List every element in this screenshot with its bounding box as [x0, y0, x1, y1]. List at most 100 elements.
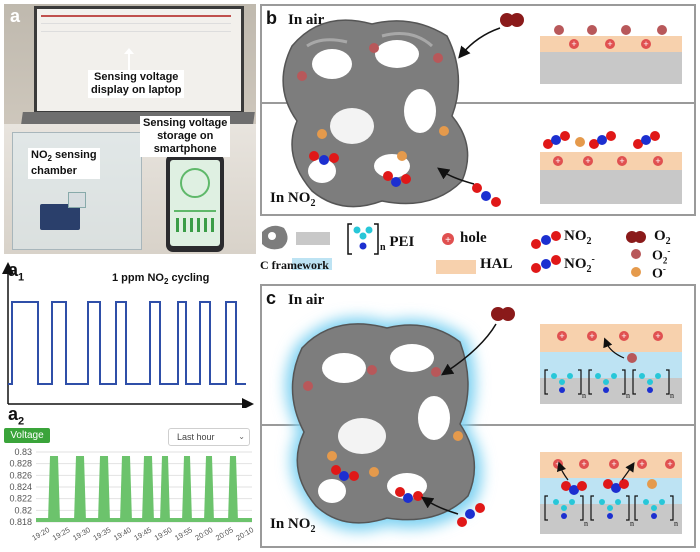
legend-hole: hole	[460, 230, 487, 246]
app-voltage-pulse	[160, 456, 170, 522]
svg-text:n: n	[670, 391, 674, 400]
panel-c: c In air In NO2 +	[260, 284, 696, 548]
panel-c-divider	[262, 424, 694, 426]
app-voltage-pulse	[182, 456, 192, 522]
smartphone	[166, 154, 224, 252]
pei-icon	[347, 223, 379, 255]
time-range-dropdown[interactable]: Last hour ⌄	[168, 428, 250, 446]
no2-minus-icon	[531, 255, 561, 273]
svg-text:n: n	[626, 391, 630, 400]
app-voltage-pulse	[228, 456, 238, 522]
svg-text:+: +	[581, 459, 586, 469]
app-x-tick: 19:40	[112, 525, 133, 542]
panel-b-illustration: + + + + + + +	[282, 13, 682, 208]
no2-icon	[531, 231, 561, 249]
panel-c-letter: c	[266, 288, 277, 308]
panel-a1: a1 1 ppm NO2 cycling	[0, 258, 256, 408]
app-x-tick: 19:50	[153, 525, 174, 542]
legend-o2: O2	[654, 228, 671, 247]
porous-carbon-framework	[282, 19, 469, 208]
panel-a2-letter: a2	[8, 404, 25, 428]
app-voltage-baseline	[36, 518, 252, 522]
svg-text:+: +	[607, 39, 612, 49]
o2-minus-dot	[369, 43, 379, 53]
svg-text:+: +	[621, 331, 626, 341]
app-voltage-pulse	[74, 456, 86, 522]
substrate-swatch	[296, 232, 330, 245]
svg-text:+: +	[655, 331, 660, 341]
app-x-tick: 19:30	[71, 525, 92, 542]
chevron-down-icon: ⌄	[238, 432, 245, 441]
legend-symbols: +	[262, 223, 646, 277]
o-minus-icon	[631, 267, 641, 277]
app-y-tick: 0.83	[14, 447, 32, 457]
adsorbed-no2-minus	[309, 151, 411, 187]
app-y-tick: 0.826	[9, 470, 32, 480]
panel-b-air-label: In air	[288, 12, 325, 28]
app-x-tick: 19:55	[173, 525, 194, 542]
o2-icon	[626, 231, 646, 243]
svg-text:+: +	[555, 459, 560, 469]
app-x-tick: 20:10	[234, 525, 255, 542]
c-framework-swatch	[292, 258, 332, 270]
app-voltage-pulse	[142, 456, 154, 522]
panel-b-divider	[262, 102, 694, 104]
laptop-label: Sensing voltage display on laptop	[88, 70, 185, 98]
o2-minus-dot	[297, 71, 307, 81]
sensor-chip	[68, 192, 86, 208]
panel-b: b In air In NO2	[260, 4, 696, 216]
pei-coated-framework	[291, 323, 476, 524]
substrate-layer	[540, 52, 682, 84]
o2-molecule	[500, 13, 514, 27]
svg-text:+: +	[445, 235, 451, 246]
incoming-no2	[437, 167, 501, 207]
svg-text:+: +	[571, 39, 576, 49]
legend-pei: n PEI	[380, 234, 415, 253]
panel-b-letter: b	[266, 8, 277, 28]
setup-photo: a Sensing voltage display on laptop Sens…	[4, 4, 256, 254]
app-y-tick: 0.82	[14, 505, 32, 515]
sensor-board	[40, 204, 80, 230]
hal-swatch	[436, 260, 476, 274]
svg-text:n: n	[584, 519, 588, 528]
app-x-tick: 19:45	[132, 525, 153, 542]
framework-icon	[262, 225, 288, 250]
app-voltage-pulse	[98, 456, 110, 522]
panel-c-no2-label: In NO2	[270, 516, 316, 535]
voltage-badge: Voltage	[4, 428, 50, 443]
svg-text:+: +	[555, 156, 560, 166]
app-voltage-pulse	[48, 456, 60, 522]
app-x-tick: 19:20	[30, 525, 51, 542]
svg-text:n: n	[674, 519, 678, 528]
panel-b-no2-label: In NO2	[270, 190, 316, 209]
svg-text:+: +	[619, 156, 624, 166]
o2-minus-icon	[631, 249, 641, 259]
hole-icon	[442, 233, 454, 245]
svg-text:+: +	[589, 331, 594, 341]
laptop-arrow	[122, 48, 136, 75]
chamber-label: NO2 sensing chamber	[28, 148, 100, 180]
legend: + C framework n PEI hole NO2 HAL NO2- O2…	[258, 214, 698, 282]
app-y-tick: 0.824	[9, 482, 32, 492]
svg-text:n: n	[630, 519, 634, 528]
app-x-tick: 19:35	[92, 525, 113, 542]
svg-text:+: +	[585, 156, 590, 166]
svg-text:+: +	[611, 459, 616, 469]
legend-no2-minus: NO2-	[564, 254, 595, 275]
legend-c-framework: C framework	[260, 258, 329, 272]
app-y-tick: 0.818	[9, 517, 32, 527]
svg-text:n: n	[582, 391, 586, 400]
o-minus-dot	[397, 151, 407, 161]
panel-c-air-label: In air	[288, 292, 325, 308]
app-x-tick: 19:25	[51, 525, 72, 542]
voltage-cycling-trace	[8, 301, 246, 385]
legend-no2: NO2	[564, 228, 592, 247]
svg-text:+: +	[655, 156, 660, 166]
smartphone-label: Sensing voltage storage on smartphone	[140, 116, 231, 157]
svg-text:+: +	[643, 39, 648, 49]
svg-text:+: +	[559, 331, 564, 341]
app-x-tick: 20:05	[214, 525, 235, 542]
app-x-tick: 20:00	[194, 525, 215, 542]
